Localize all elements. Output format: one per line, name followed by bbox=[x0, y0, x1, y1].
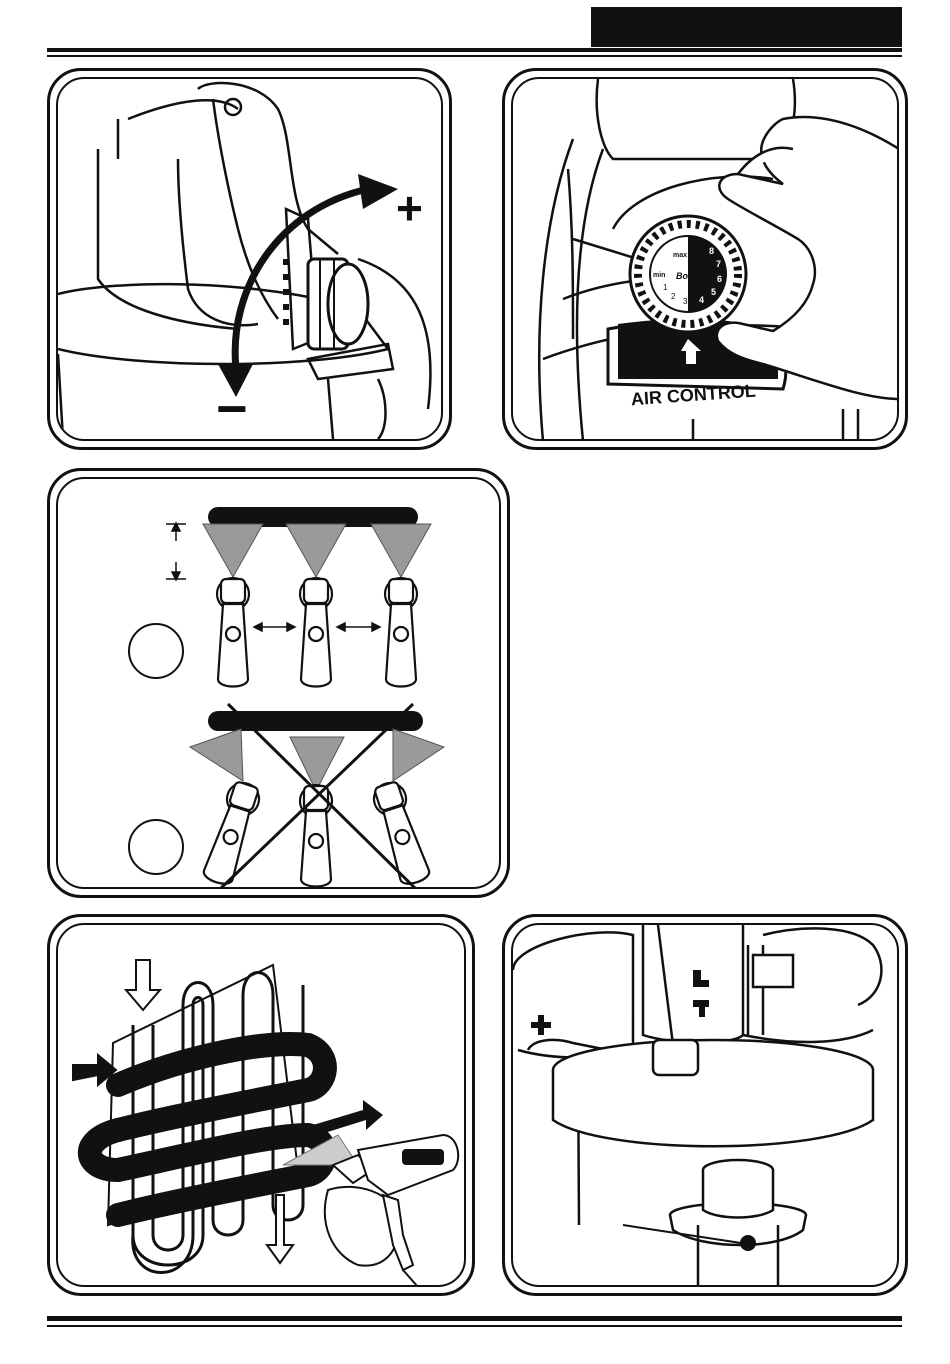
header-tab bbox=[591, 7, 902, 47]
panel-pressure-knob: + − bbox=[47, 68, 452, 450]
dial-scale-6: 6 bbox=[717, 274, 722, 284]
panel-air-control: AIR CONTROL max min Boost 8 7 6 5 4 3 2 … bbox=[502, 68, 908, 450]
panel-container-seal bbox=[502, 914, 908, 1296]
label-circle-correct bbox=[129, 624, 183, 678]
dial-scale-3: 3 bbox=[683, 297, 688, 306]
dial-brand-label: Boost bbox=[676, 271, 703, 281]
spray-direction-arrow bbox=[313, 1100, 383, 1135]
air-control-illustration: AIR CONTROL max min Boost 8 7 6 5 4 3 2 … bbox=[513, 79, 899, 441]
footer-rule-thin bbox=[47, 1325, 902, 1327]
air-control-dial[interactable]: max min Boost 8 7 6 5 4 3 2 1 bbox=[630, 216, 746, 332]
container-lid bbox=[553, 1040, 873, 1146]
dial-scale-8: 8 bbox=[709, 246, 714, 256]
dial-scale-2: 2 bbox=[671, 292, 676, 301]
dial-scale-1: 1 bbox=[663, 283, 668, 292]
gun-row-correct bbox=[217, 578, 417, 687]
panel-spray-pattern bbox=[47, 914, 475, 1296]
pressure-knob[interactable] bbox=[308, 259, 368, 349]
container-neck[interactable] bbox=[670, 1160, 806, 1287]
footer-rule-thick bbox=[47, 1316, 902, 1321]
dial-scale-7: 7 bbox=[716, 259, 721, 269]
spray-pattern-illustration bbox=[58, 925, 466, 1287]
header-rule-thick bbox=[47, 48, 902, 52]
container-seal-illustration bbox=[513, 925, 899, 1287]
plus-sign: + bbox=[396, 182, 423, 234]
spray-technique-illustration bbox=[58, 479, 501, 889]
dial-min-label: min bbox=[653, 272, 665, 279]
pressure-knob-illustration: + − bbox=[58, 79, 443, 441]
header-rule-thin bbox=[47, 55, 902, 57]
dial-scale-5: 5 bbox=[711, 287, 716, 297]
panel-spray-technique bbox=[47, 468, 510, 898]
seal-marker bbox=[740, 1235, 756, 1251]
dial-scale-4: 4 bbox=[699, 295, 704, 305]
minus-sign: − bbox=[216, 379, 248, 439]
label-circle-incorrect bbox=[129, 820, 183, 874]
dial-max-label: max bbox=[673, 252, 687, 259]
